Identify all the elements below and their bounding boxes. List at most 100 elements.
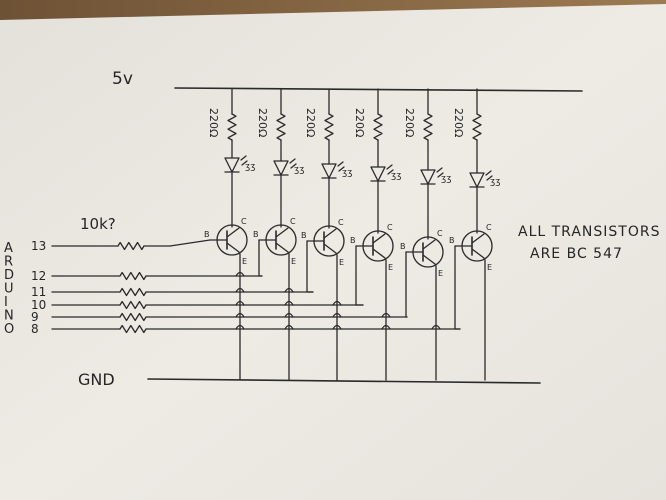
led-symbol — [321, 163, 337, 179]
ground-label: GND — [78, 370, 115, 389]
base-resistor — [119, 271, 147, 281]
wire-hop — [235, 312, 245, 318]
transistor-collector-lead — [323, 228, 337, 239]
driver-stages: 220ΩʒʒBCE220ΩʒʒBCE220ΩʒʒBCE220ΩʒʒBCE220Ω… — [169, 88, 500, 381]
emitter-pin-label: E — [438, 269, 443, 278]
transistor-emitter-lead — [372, 248, 386, 259]
wire-hop — [332, 300, 342, 306]
resistor-value-label: 220Ω — [207, 108, 220, 137]
board-letter: N — [4, 309, 14, 324]
light-arrow — [437, 172, 444, 178]
emitter-pin-label: E — [291, 257, 296, 266]
driver-stage: 220Ω ʒʒB C E — [301, 88, 352, 381]
wire-hop — [284, 324, 294, 330]
pin-label: 12 — [31, 269, 46, 283]
light-arrow — [290, 163, 297, 169]
base-wire — [169, 239, 211, 247]
emitter-pin-label: E — [339, 258, 344, 267]
light-arrow — [387, 169, 394, 175]
led-light-label: ʒʒ — [342, 168, 352, 178]
light-arrow — [436, 167, 443, 173]
led-symbol — [469, 172, 485, 188]
transistor-note-line2: ARE BC 547 — [530, 246, 623, 262]
wire-hop — [381, 312, 391, 318]
base-pin-label: B — [400, 242, 406, 251]
led-light-label: ʒʒ — [391, 171, 401, 181]
light-arrow — [240, 155, 247, 161]
base-resistor — [117, 241, 145, 251]
current-limit-resistor — [373, 113, 383, 141]
collector-pin-label: C — [486, 223, 492, 232]
led-symbol — [224, 157, 240, 173]
wire-hop — [235, 324, 245, 330]
wire-hop — [235, 287, 245, 293]
led-light-label: ʒʒ — [245, 162, 255, 172]
light-arrow — [289, 158, 296, 164]
board-letter: R — [4, 255, 13, 270]
wire-hop — [284, 300, 294, 306]
light-arrow — [241, 160, 248, 166]
wire-hop — [332, 312, 342, 318]
transistor-note-line1: ALL TRANSISTORS — [518, 224, 660, 240]
light-arrow — [485, 170, 492, 176]
transistor-emitter-lead — [275, 242, 289, 253]
resistor-value-label: 220Ω — [353, 108, 366, 137]
emitter-pin-label: E — [242, 257, 247, 266]
transistor-emitter-lead — [226, 242, 240, 253]
base-pin-label: B — [301, 231, 307, 240]
transistor-collector-lead — [372, 233, 386, 244]
light-arrow — [337, 161, 344, 167]
pin-label: 8 — [31, 322, 39, 336]
base-pin-label: B — [350, 236, 356, 245]
wire-hop — [235, 271, 245, 277]
current-limit-resistor — [324, 113, 334, 141]
collector-pin-label: C — [241, 217, 247, 226]
base-wire — [454, 245, 461, 330]
wire-hop — [332, 324, 342, 330]
collector-pin-label: C — [387, 223, 393, 232]
pin-label: 11 — [31, 285, 46, 299]
collector-pin-label: C — [338, 218, 344, 227]
pin-label: 13 — [31, 239, 46, 253]
pin-label: 10 — [31, 298, 46, 312]
led-symbol — [370, 166, 386, 182]
resistor-value-label: 220Ω — [452, 108, 465, 137]
base-resistor — [119, 287, 147, 297]
collector-pin-label: C — [290, 217, 296, 226]
transistor-collector-lead — [422, 239, 436, 250]
led-symbol — [273, 160, 289, 176]
base-wire — [355, 245, 364, 306]
current-limit-resistor — [423, 113, 433, 141]
base-pin-label: B — [204, 230, 210, 239]
led-light-label: ʒʒ — [441, 174, 451, 184]
base-resistor — [119, 312, 147, 322]
current-limit-resistor — [276, 113, 286, 141]
ground-rail — [147, 378, 541, 384]
transistor-collector-lead — [226, 227, 240, 238]
board-letter: O — [4, 322, 14, 337]
base-resistor-label: 10k? — [80, 215, 116, 233]
transistor-emitter-lead — [471, 248, 485, 259]
emitter-pin-label: E — [487, 263, 492, 272]
board-letter: A — [4, 241, 13, 256]
current-limit-resistor — [472, 113, 482, 141]
resistor-value-label: 220Ω — [304, 108, 317, 137]
transistor-emitter-lead — [323, 243, 337, 254]
base-wire — [258, 239, 263, 277]
transistor-collector-lead — [275, 227, 289, 238]
base-wire — [306, 240, 314, 293]
pin-label: 9 — [31, 310, 39, 324]
wire-hop — [284, 312, 294, 318]
led-light-label: ʒʒ — [490, 177, 500, 187]
transistor-emitter-lead — [422, 254, 436, 265]
board-letter: I — [4, 295, 8, 310]
wire-hop — [284, 287, 294, 293]
base-resistor — [119, 300, 147, 310]
